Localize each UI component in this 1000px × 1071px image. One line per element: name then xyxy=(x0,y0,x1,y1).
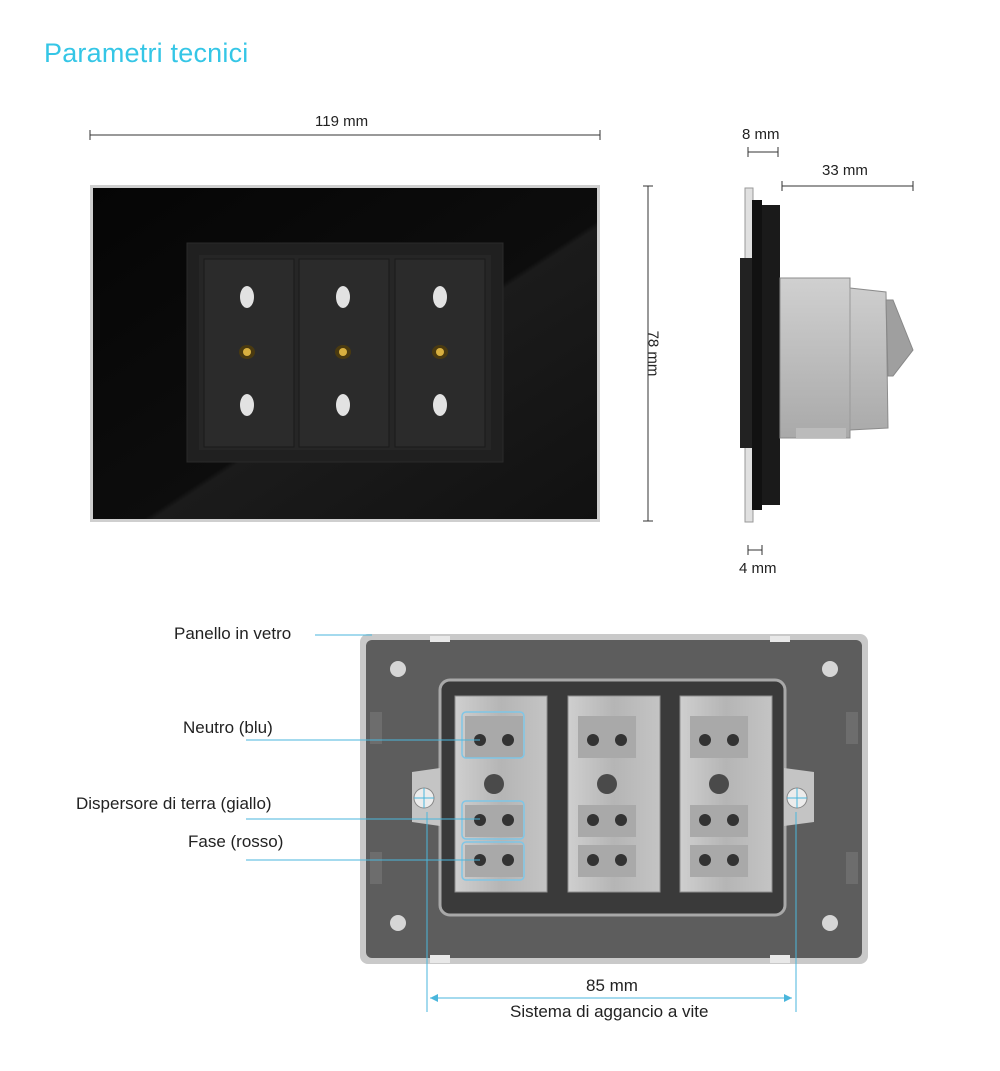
neutral-label: Neutro (blu) xyxy=(183,718,273,737)
height-dimension-line xyxy=(643,185,653,522)
side-view xyxy=(740,187,914,523)
leader-lines xyxy=(246,634,797,1012)
screw-system-label: Sistema di aggancio a vite xyxy=(510,1002,709,1021)
depth-label: 33 mm xyxy=(822,162,868,179)
phase-label: Fase (rosso) xyxy=(188,832,284,851)
width-label: 119 mm xyxy=(315,113,369,130)
back-modules xyxy=(454,695,773,893)
glass-thickness-label: 8 mm xyxy=(742,126,780,143)
screw-crosshairs xyxy=(414,788,807,808)
page-title: Parametri tecnici xyxy=(44,38,249,68)
module-3 xyxy=(679,695,773,893)
socket-3 xyxy=(394,258,486,448)
socket-2 xyxy=(298,258,390,448)
earth-label: Dispersore di terra (giallo) xyxy=(76,794,272,813)
height-label: 78 mm xyxy=(644,330,662,377)
front-sockets xyxy=(203,258,486,448)
screw-distance-label: 85 mm xyxy=(586,976,638,995)
socket-1 xyxy=(203,258,295,448)
side-dimension-lines xyxy=(747,147,914,555)
width-dimension-line xyxy=(89,130,601,140)
module-2 xyxy=(567,695,661,893)
module-1 xyxy=(454,695,548,893)
glass-panel-label: Panello in vetro xyxy=(174,624,292,643)
frame-thickness-label: 4 mm xyxy=(739,560,777,577)
